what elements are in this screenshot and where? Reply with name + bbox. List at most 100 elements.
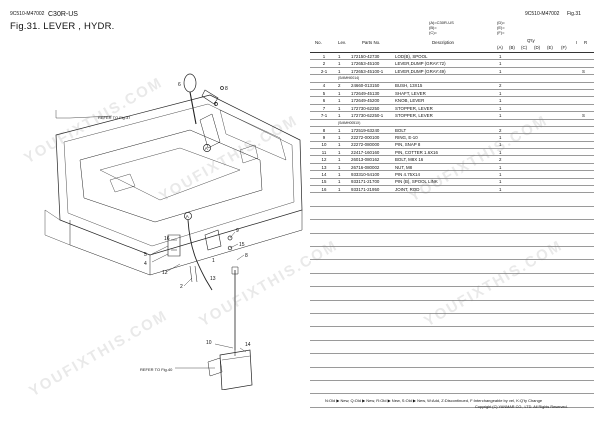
part-no-cell: 9 <box>322 135 326 141</box>
figure-number: Fig.31 <box>567 11 581 17</box>
part-no-cell: 2-1 <box>320 68 328 74</box>
level-cell: 1 <box>338 142 341 148</box>
level-cell: 1 <box>338 105 341 111</box>
part-number-cell: 172653-45100-1 <box>351 68 384 74</box>
exploded-diagram: REFER TO Fig.37 REFER TO Fig.40 A A 7 8 … <box>44 73 303 390</box>
serial-range-label: (S/#MHI0014) <box>338 76 360 81</box>
callout-2: 2 <box>180 284 183 290</box>
empty-table-row <box>310 234 594 247</box>
part-no-cell: 15 <box>321 179 327 185</box>
header-col-e: (E) <box>547 45 553 50</box>
part-number-cell: 22417-160160 <box>351 149 380 155</box>
level-cell: 1 <box>338 172 341 178</box>
level-cell: 1 <box>338 53 341 59</box>
callout-13: 13 <box>210 276 216 282</box>
level-cell: 1 <box>338 68 341 74</box>
part-number-cell: 172649-45130 <box>351 90 380 96</box>
header-col-b: (B) <box>509 45 515 50</box>
remark-cell: S <box>582 68 585 74</box>
document-code-right: 9C510-M47002 <box>525 11 560 17</box>
table-row: 6 1 172649-45200 KNOB, LEVER 1 <box>310 97 594 105</box>
level-cell: 1 <box>338 186 341 192</box>
table-empty-rows <box>310 193 594 408</box>
quantity-cell: 1 <box>499 105 502 111</box>
description-cell: BUSH, 13X15 <box>395 83 423 89</box>
part-no-cell: 10 <box>321 142 327 148</box>
quantity-cell: 2 <box>499 127 502 133</box>
quantity-cell: 1 <box>499 149 502 155</box>
callout-10: 9 <box>236 228 239 234</box>
part-no-cell: 7 <box>322 105 326 111</box>
quantity-cell: 1 <box>499 112 502 118</box>
quantity-cell: 1 <box>499 98 502 104</box>
quantity-cell: 1 <box>499 142 502 148</box>
quantity-cell: 1 <box>499 179 502 185</box>
variant-c: (C)= <box>429 30 437 35</box>
level-cell: 1 <box>338 127 341 133</box>
refer-top-label: REFER TO Fig.37 <box>98 115 131 120</box>
variant-e: (E)= <box>497 25 505 30</box>
part-number-cell: 933171-21950 <box>351 186 380 192</box>
empty-table-row <box>310 287 594 301</box>
description-cell: BOLT <box>395 127 407 133</box>
variant-list-right: (D)= (E)= (F)= <box>497 20 505 35</box>
parts-table: No. Lev. Parts No. Description Q'ty I R … <box>310 38 594 408</box>
part-no-cell: 6 <box>322 98 326 104</box>
quantity-cell: 1 <box>499 68 502 74</box>
level-cell: 1 <box>338 135 341 141</box>
description-cell: LOD(B), SPOOL <box>395 53 428 59</box>
refer-bottom-label: REFER TO Fig.40 <box>140 367 173 372</box>
empty-table-row <box>310 354 594 368</box>
description-cell: PIN, COTTER 1.6X16 <box>395 149 438 155</box>
part-no-cell: 13 <box>321 164 327 170</box>
description-cell: SHAFT, LEVER <box>395 90 426 96</box>
quantity-cell: 1 <box>499 61 502 67</box>
level-cell: 1 <box>338 98 341 104</box>
marker-a-label: A <box>205 146 208 151</box>
description-cell: KNOB, LEVER <box>395 98 425 104</box>
remark-cell: S <box>582 112 585 118</box>
empty-table-row <box>310 274 594 288</box>
level-cell: 1 <box>338 149 341 155</box>
part-number-cell: 24660-013150 <box>351 83 380 89</box>
variant-list-left: (A)=C30R-US (B)= (C)= <box>429 20 454 35</box>
part-number-cell: 172649-45200 <box>351 98 380 104</box>
variant-a: (A)=C30R-US <box>429 20 454 25</box>
variant-b: (B)= <box>429 25 437 30</box>
description-cell: PIN 4.75X14 <box>395 172 420 178</box>
empty-table-row <box>310 247 594 261</box>
part-no-cell: 12 <box>321 157 327 163</box>
level-cell: 1 <box>338 90 341 96</box>
serial-range-label: (S/#MH0051X) <box>338 120 361 125</box>
empty-table-row <box>310 341 594 355</box>
callout-8: 8 <box>225 86 228 92</box>
empty-table-row <box>310 368 594 381</box>
level-cell: 1 <box>338 157 341 163</box>
part-number-cell: 26013-080162 <box>351 157 380 163</box>
empty-table-row <box>310 207 594 221</box>
level-cell: 1 <box>338 164 341 170</box>
empty-table-row <box>310 193 594 207</box>
empty-table-row <box>310 260 594 274</box>
marker-a-lower <box>184 212 192 220</box>
header-i: I <box>576 40 578 45</box>
callout-15: 15 <box>239 242 245 248</box>
empty-table-row <box>310 394 594 408</box>
part-no-cell: 2 <box>322 61 326 67</box>
header-col-d: (D) <box>534 45 541 50</box>
table-section-row: (S/#MHI0014) <box>310 75 594 83</box>
change-legend: N:Old ▶ New, Q:Old ▶ New, R:Old ▶ New, S… <box>325 398 543 403</box>
empty-table-row <box>310 314 594 328</box>
header-col-c: (C) <box>521 45 528 50</box>
part-number-cell: 172730-62250-1 <box>351 112 384 118</box>
copyright: Copyright (C) YANMAR CO., LTD. All Right… <box>475 405 568 409</box>
